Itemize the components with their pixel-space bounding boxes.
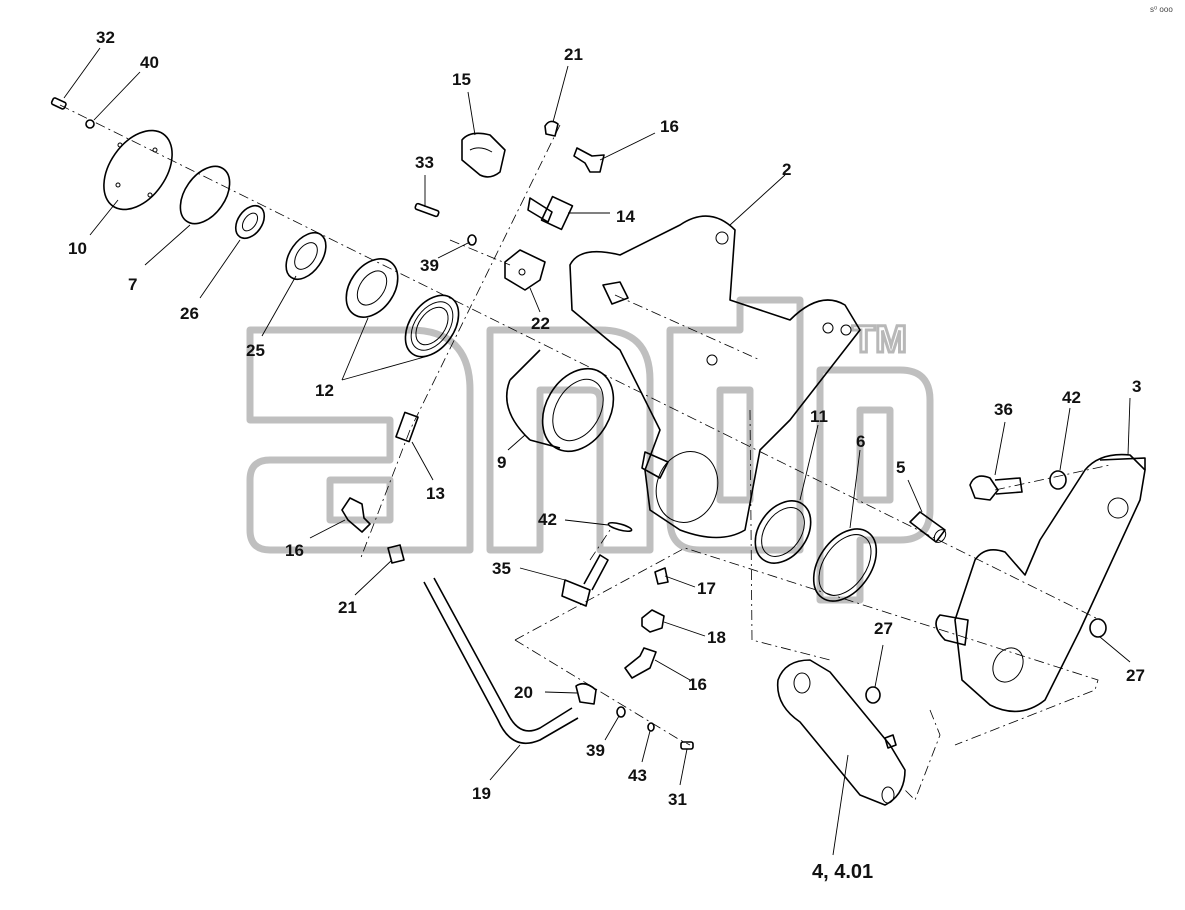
label-31: 31	[668, 790, 687, 809]
leader-lines	[63, 47, 1131, 856]
assembly-axes	[59, 104, 1111, 801]
o-ring-7	[179, 165, 231, 225]
hose-19	[423, 577, 579, 745]
bolt-35	[561, 554, 609, 607]
ring-6	[812, 528, 878, 602]
clamp-20	[575, 682, 597, 705]
washer-40	[85, 119, 95, 129]
nut-18	[641, 609, 665, 633]
label-14: 14	[616, 207, 635, 226]
clip-21a	[544, 120, 559, 137]
washer-43	[647, 722, 655, 732]
label-6: 6	[856, 432, 865, 451]
label-40: 40	[140, 53, 159, 72]
valve-14	[527, 195, 574, 231]
elbow-16c	[624, 647, 657, 679]
label-16-top: 16	[660, 117, 679, 136]
bracket-2	[569, 215, 861, 539]
label-5: 5	[896, 458, 905, 477]
lever-arm-3	[935, 453, 1146, 713]
pin-42b	[607, 521, 633, 533]
callout-labels: 32 40 21 15 16 33 14 2 10 7 26 39 22 25 …	[68, 28, 1145, 883]
bearing-12b	[404, 294, 460, 358]
label-39-bottom: 39	[586, 741, 605, 760]
label-42-mid: 42	[538, 510, 557, 529]
label-10: 10	[68, 239, 87, 258]
bolt-31	[680, 741, 694, 750]
label-9: 9	[497, 453, 506, 472]
label-32: 32	[96, 28, 115, 47]
label-13: 13	[426, 484, 445, 503]
label-18: 18	[707, 628, 726, 647]
label-21-top: 21	[564, 45, 583, 64]
label-27-right: 27	[1126, 666, 1145, 685]
label-16-bottom: 16	[688, 675, 707, 694]
label-19: 19	[472, 784, 491, 803]
cylinder-4	[776, 659, 906, 806]
nipple-17	[654, 567, 669, 585]
bolt-36	[969, 475, 1023, 501]
label-21-left: 21	[338, 598, 357, 617]
o-ring-27a	[865, 686, 881, 704]
label-20: 20	[514, 683, 533, 702]
elbow-16a	[573, 147, 605, 173]
label-26: 26	[180, 304, 199, 323]
washer-39a	[467, 234, 477, 246]
bearing-12a	[345, 258, 399, 318]
cap-15	[461, 132, 506, 178]
clip-21b	[387, 544, 405, 564]
washer-39b	[616, 706, 626, 718]
label-42-right: 42	[1062, 388, 1081, 407]
label-15: 15	[452, 70, 471, 89]
label-27-mid: 27	[874, 619, 893, 638]
washer-42a	[1049, 470, 1067, 490]
label-17: 17	[697, 579, 716, 598]
block-22	[504, 249, 546, 291]
trademark-mark: TM	[852, 319, 907, 361]
o-ring-27b	[1089, 618, 1107, 638]
seal-11	[754, 500, 812, 564]
screw-33	[414, 202, 440, 218]
cover-plate-10	[103, 129, 173, 211]
label-11: 11	[810, 407, 828, 426]
label-3: 3	[1132, 377, 1141, 396]
label-35: 35	[492, 559, 511, 578]
bush-13	[395, 411, 419, 443]
label-33: 33	[415, 153, 434, 172]
label-7: 7	[128, 275, 137, 294]
bolt-32	[50, 97, 67, 110]
watermark-logo: TM	[246, 296, 934, 604]
elbow-16b	[341, 497, 371, 533]
label-25: 25	[246, 341, 265, 360]
label-2: 2	[782, 160, 791, 179]
sleeve-9	[506, 349, 615, 453]
label-39-top: 39	[420, 256, 439, 275]
nut-26	[234, 204, 266, 240]
label-4-4-01: 4, 4.01	[812, 861, 873, 883]
label-16-left: 16	[285, 541, 304, 560]
label-22: 22	[531, 314, 550, 333]
label-12: 12	[315, 381, 334, 400]
corner-mark: s⁰ ooo	[1150, 5, 1173, 14]
lock-washer-25	[285, 232, 327, 280]
label-43: 43	[628, 766, 647, 785]
bush-5	[909, 511, 947, 543]
label-36: 36	[994, 400, 1013, 419]
